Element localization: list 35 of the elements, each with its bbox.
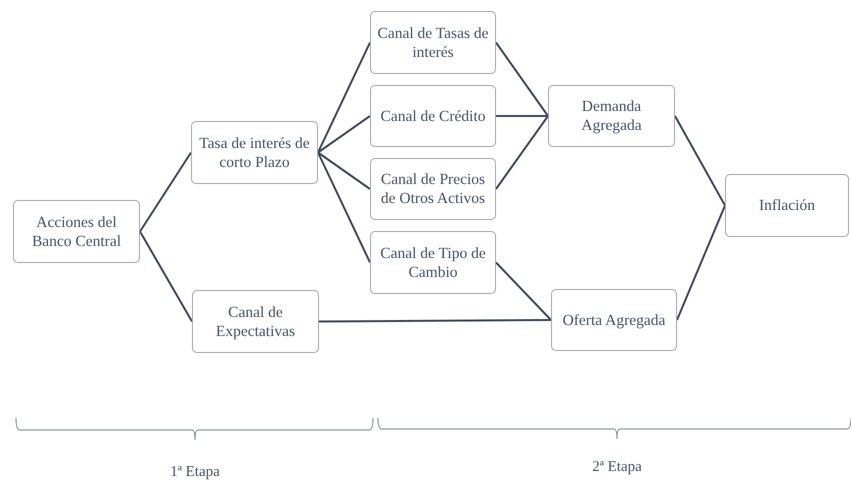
connector-line <box>317 115 371 154</box>
stage-label: 1ª Etapa <box>170 464 220 481</box>
connector-line <box>317 152 371 263</box>
process-box <box>370 11 496 74</box>
process-box <box>192 290 319 353</box>
process-box <box>13 200 140 263</box>
box-label: Canal de Expectativas <box>214 302 296 340</box>
box-label: Canal de Tasas de interés <box>376 24 490 62</box>
box-label: Demanda Agregada <box>580 97 643 135</box>
connector-line <box>676 205 726 320</box>
box-label: Inflación <box>759 196 815 215</box>
connector-line <box>674 116 726 206</box>
connector-line <box>319 319 551 322</box>
connector-line <box>317 152 371 190</box>
process-box <box>370 158 496 220</box>
connector-line <box>139 152 192 232</box>
connector-line <box>495 115 549 190</box>
box-label: Canal de Crédito <box>380 106 486 126</box>
process-box <box>370 85 496 147</box>
process-box <box>548 85 675 147</box>
box-label: Tasa de interés de corto Plazo <box>198 134 311 172</box>
stage-label: 2ª Etapa <box>592 459 642 476</box>
box-label: Canal de Tipo de Cambio <box>379 244 487 282</box>
connector-line <box>317 42 371 153</box>
connector-line <box>496 115 548 117</box>
box-label: Acciones del Banco Central <box>30 212 122 250</box>
connector-line <box>139 231 193 322</box>
box-label: Canal de Precios de Otros Activos <box>380 170 486 208</box>
connector-line <box>495 42 549 117</box>
process-box <box>725 174 849 237</box>
process-box <box>370 231 496 294</box>
connector-line <box>495 262 552 321</box>
box-label: Oferta Agregada <box>562 310 666 330</box>
process-box <box>551 289 677 351</box>
process-box <box>191 121 318 184</box>
